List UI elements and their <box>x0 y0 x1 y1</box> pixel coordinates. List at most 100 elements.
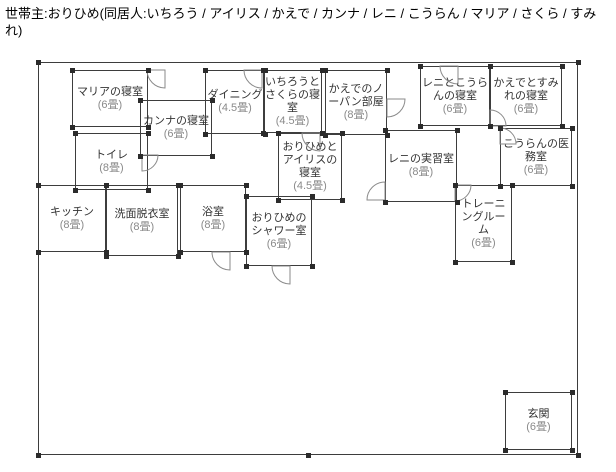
corner-handle[interactable] <box>455 200 460 205</box>
room-name-label: トレーニングルーム <box>461 197 506 236</box>
room-kanna-bedroom[interactable]: カンナの寝室(6畳) <box>140 100 212 156</box>
corner-handle[interactable] <box>146 188 151 193</box>
corner-handle[interactable] <box>570 126 575 131</box>
room-maria-bedroom[interactable]: マリアの寝室(6畳) <box>72 70 148 127</box>
room-dining[interactable]: ダイニング(4.5畳) <box>205 70 265 134</box>
corner-handle[interactable] <box>306 453 311 458</box>
room-name-label: キッチン <box>50 205 94 218</box>
room-size-label: (8畳) <box>408 166 434 178</box>
room-reni-kouran-bedroom[interactable]: レニとこうらんの寝室(6畳) <box>420 66 490 126</box>
corner-handle[interactable] <box>320 131 325 136</box>
room-size-label: (4.5畳) <box>293 179 327 192</box>
room-kouran-infirmary[interactable]: こうらんの医務室(6畳) <box>500 128 572 186</box>
room-name-label: おりひめとアイリスの寝室 <box>282 140 338 179</box>
room-reni-practice-room[interactable]: レニの実習室(8畳) <box>385 130 457 202</box>
room-kitchen[interactable]: キッチン(8畳) <box>38 185 106 252</box>
corner-handle[interactable] <box>560 64 565 69</box>
corner-handle[interactable] <box>73 131 78 136</box>
corner-handle[interactable] <box>210 154 215 159</box>
corner-handle[interactable] <box>488 124 493 129</box>
corner-handle[interactable] <box>510 183 515 188</box>
corner-handle[interactable] <box>503 390 508 395</box>
corner-handle[interactable] <box>453 183 458 188</box>
corner-handle[interactable] <box>340 198 345 203</box>
corner-handle[interactable] <box>576 453 581 458</box>
corner-handle[interactable] <box>570 448 575 453</box>
corner-handle[interactable] <box>453 260 458 265</box>
corner-handle[interactable] <box>244 250 249 255</box>
corner-handle[interactable] <box>146 68 151 73</box>
corner-handle[interactable] <box>36 453 41 458</box>
corner-handle[interactable] <box>418 64 423 69</box>
corner-handle[interactable] <box>510 260 515 265</box>
room-bathroom[interactable]: 浴室(8畳) <box>180 185 246 252</box>
corner-handle[interactable] <box>383 128 388 133</box>
room-toilet[interactable]: トイレ(8畳) <box>75 133 148 190</box>
room-kaede-sumire-bedroom[interactable]: かえでとすみれの寝室(6畳) <box>490 66 562 126</box>
corner-handle[interactable] <box>178 183 183 188</box>
room-orihime-shower-room[interactable]: おりひめのシャワー室(6畳) <box>246 196 312 266</box>
room-label: レニとこうらんの寝室(6畳) <box>421 76 489 117</box>
corner-handle[interactable] <box>244 264 249 269</box>
corner-handle[interactable] <box>385 133 390 138</box>
corner-handle[interactable] <box>383 200 388 205</box>
corner-handle[interactable] <box>276 198 281 203</box>
room-label: いちろうとさくらの寝室(4.5畳) <box>264 75 321 129</box>
corner-handle[interactable] <box>261 131 266 136</box>
corner-handle[interactable] <box>146 125 151 130</box>
corner-handle[interactable] <box>36 60 41 65</box>
corner-handle[interactable] <box>570 184 575 189</box>
room-name-label: 玄関 <box>527 408 550 420</box>
corner-handle[interactable] <box>203 68 208 73</box>
corner-handle[interactable] <box>70 125 75 130</box>
corner-handle[interactable] <box>146 131 151 136</box>
room-entrance[interactable]: 玄関(6畳) <box>505 392 572 450</box>
corner-handle[interactable] <box>36 250 41 255</box>
corner-handle[interactable] <box>178 250 183 255</box>
corner-handle[interactable] <box>244 183 249 188</box>
corner-handle[interactable] <box>104 254 109 259</box>
corner-handle[interactable] <box>104 250 109 255</box>
corner-handle[interactable] <box>138 98 143 103</box>
room-size-label: (8畳) <box>59 218 85 231</box>
corner-handle[interactable] <box>261 68 266 73</box>
corner-handle[interactable] <box>176 254 181 259</box>
corner-handle[interactable] <box>455 128 460 133</box>
room-orihime-iris-bedroom[interactable]: おりひめとアイリスの寝室(4.5畳) <box>278 133 342 200</box>
corner-handle[interactable] <box>418 124 423 129</box>
corner-handle[interactable] <box>503 448 508 453</box>
corner-handle[interactable] <box>203 132 208 137</box>
corner-handle[interactable] <box>138 154 143 159</box>
room-kaede-nopan-room[interactable]: かえでのノーパン部屋(8畳) <box>325 70 387 135</box>
corner-handle[interactable] <box>310 264 315 269</box>
corner-handle[interactable] <box>104 183 109 188</box>
room-training-room[interactable]: トレーニングルーム(6畳) <box>455 185 512 262</box>
corner-handle[interactable] <box>570 390 575 395</box>
corner-handle[interactable] <box>385 68 390 73</box>
corner-handle[interactable] <box>323 133 328 138</box>
corner-handle[interactable] <box>498 126 503 131</box>
corner-handle[interactable] <box>560 124 565 129</box>
corner-handle[interactable] <box>73 188 78 193</box>
corner-handle[interactable] <box>576 60 581 65</box>
corner-handle[interactable] <box>323 68 328 73</box>
corner-handle[interactable] <box>210 98 215 103</box>
corner-handle[interactable] <box>498 184 503 189</box>
corner-handle[interactable] <box>310 194 315 199</box>
room-name-label: おりひめのシャワー室 <box>251 211 307 237</box>
corner-handle[interactable] <box>36 183 41 188</box>
room-washroom[interactable]: 洗面脱衣室(8畳) <box>106 185 178 256</box>
corner-handle[interactable] <box>244 194 249 199</box>
room-name-label: いちろうとさくらの寝室 <box>265 75 320 114</box>
corner-handle[interactable] <box>340 131 345 136</box>
corner-handle[interactable] <box>276 131 281 136</box>
room-name-label: レニの実習室 <box>388 153 454 165</box>
corner-handle[interactable] <box>320 68 325 73</box>
room-label: おりひめのシャワー室(6畳) <box>247 211 311 252</box>
room-size-label: (4.5畳) <box>218 102 252 114</box>
room-name-label: マリアの寝室 <box>77 85 143 98</box>
corner-handle[interactable] <box>488 64 493 69</box>
room-label: トレーニングルーム(6畳) <box>456 197 511 251</box>
room-ichirou-sakura-bedroom[interactable]: いちろうとさくらの寝室(4.5畳) <box>263 70 322 133</box>
corner-handle[interactable] <box>70 68 75 73</box>
